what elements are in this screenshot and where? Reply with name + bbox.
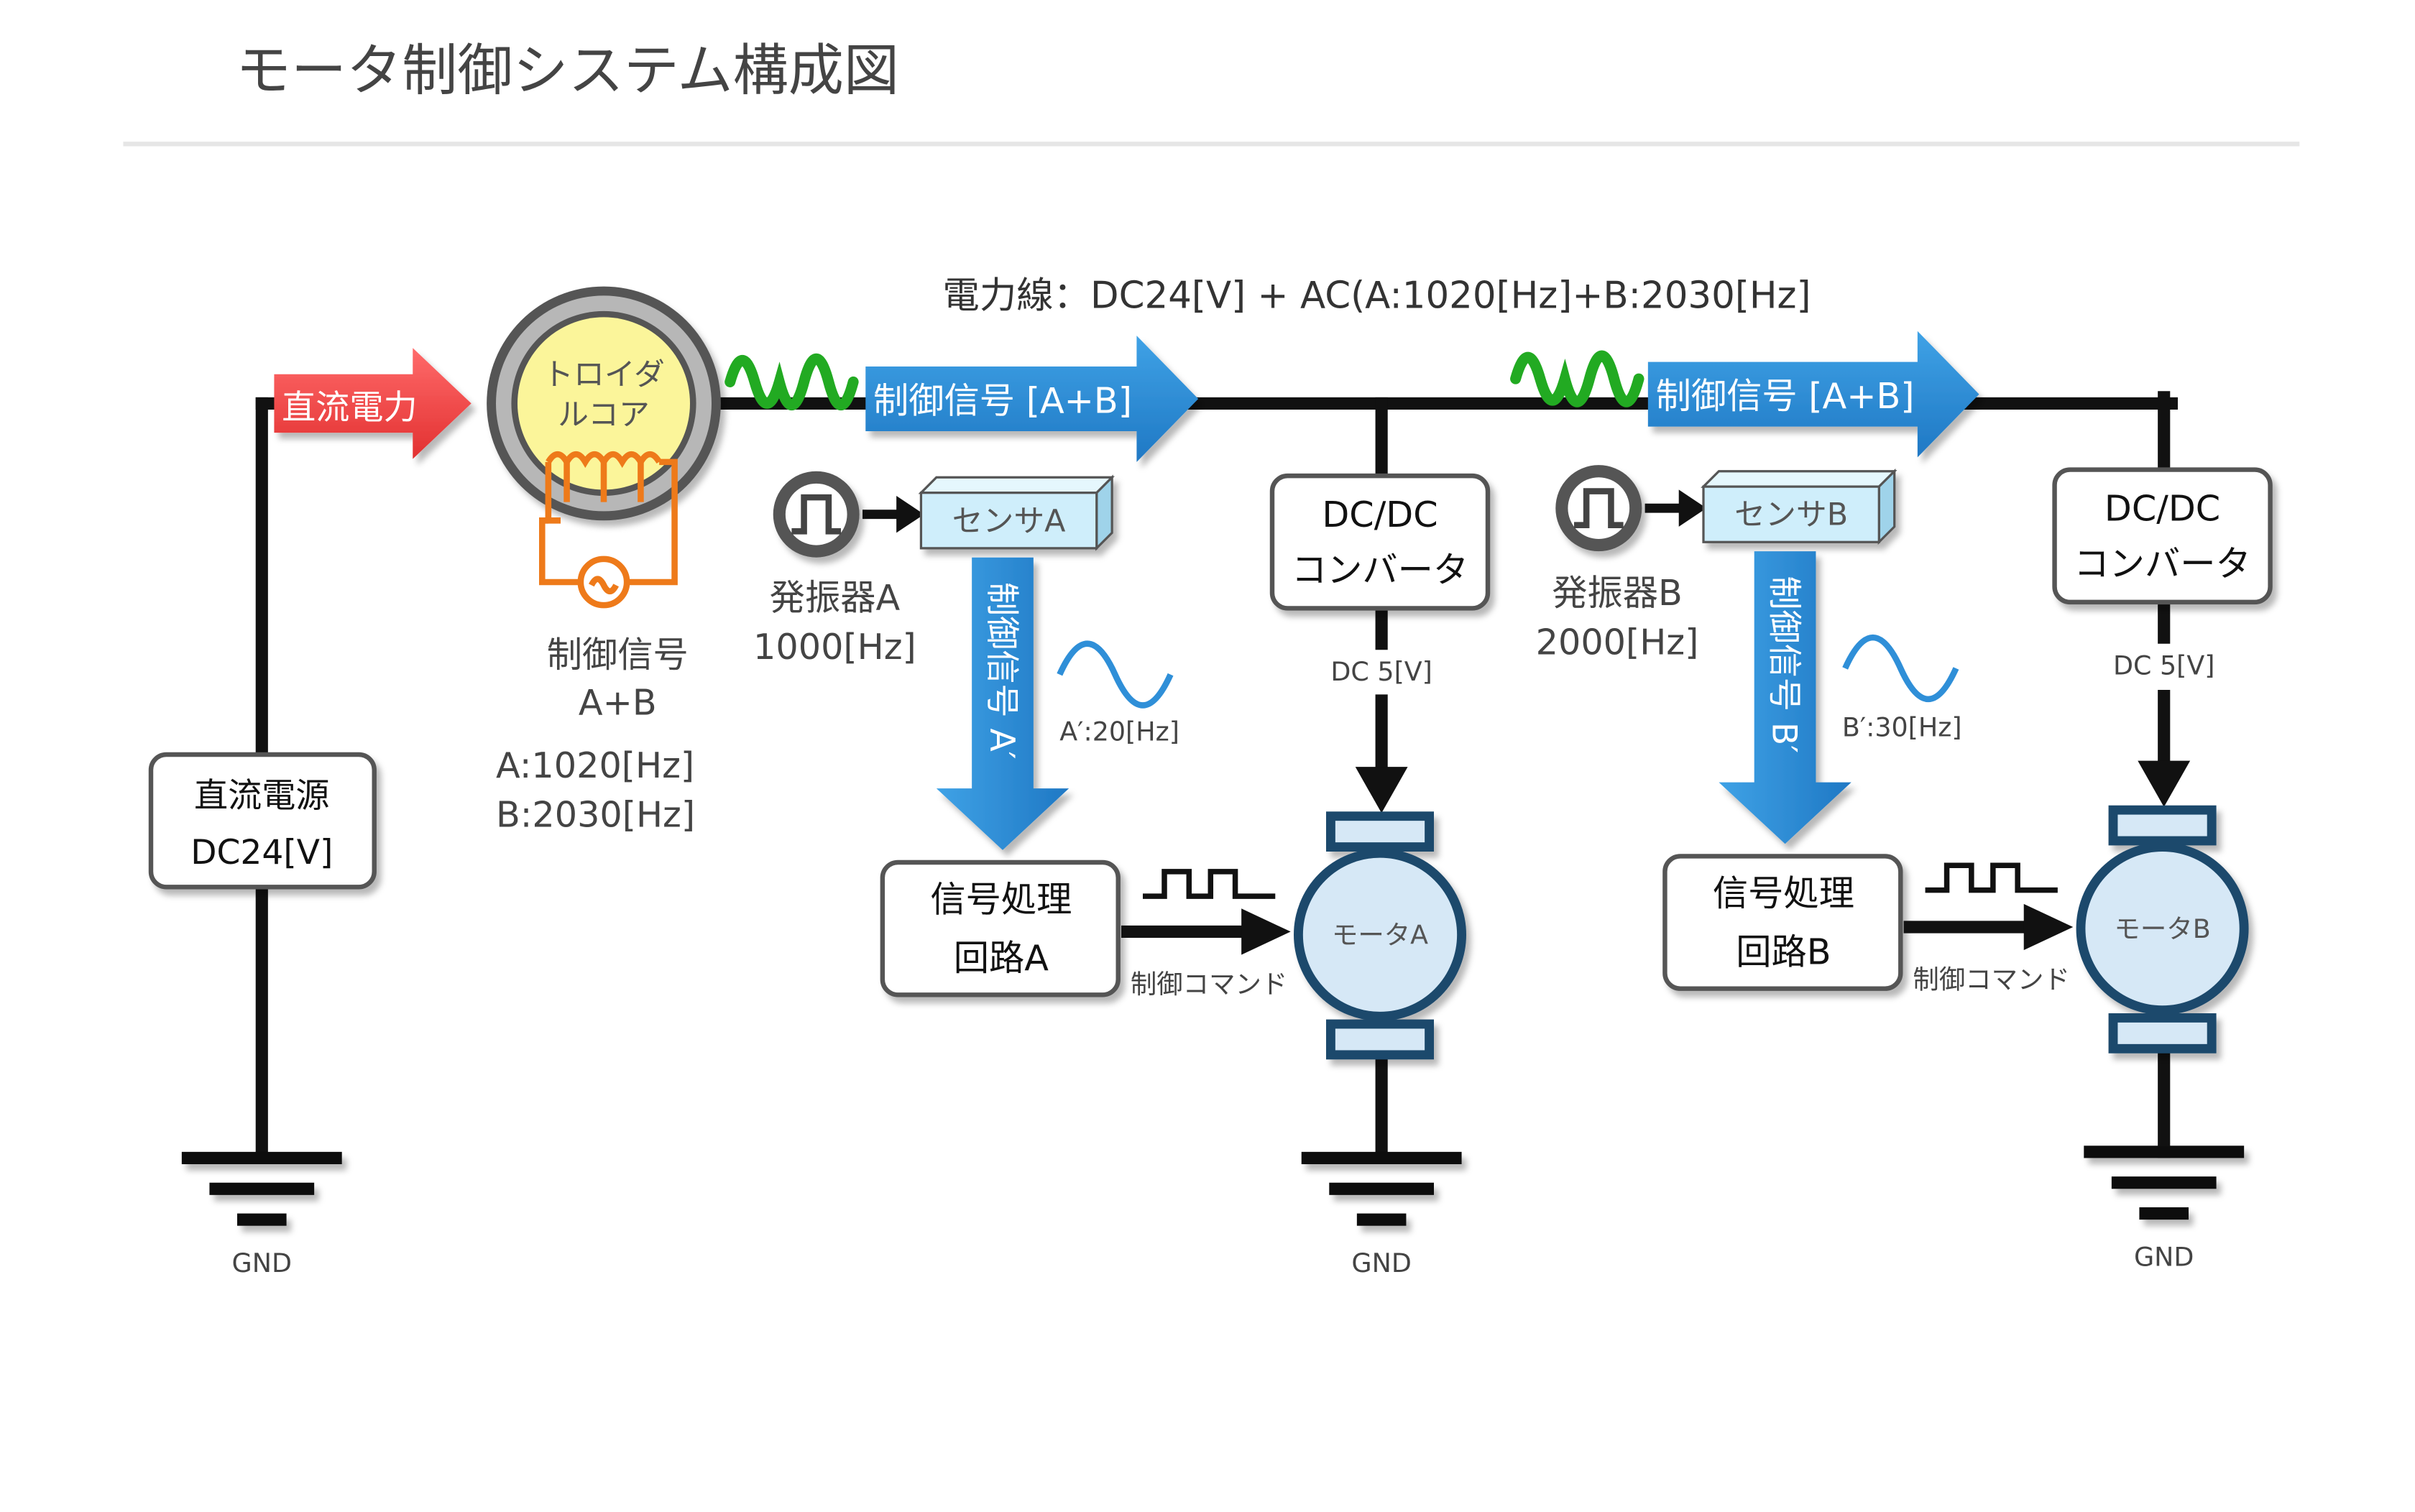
oscillator-a-freq: 1000[Hz] bbox=[753, 626, 916, 668]
power-supply-line2: DC24[V] bbox=[190, 833, 333, 872]
green-wave-2 bbox=[1510, 350, 1644, 407]
title-divider bbox=[123, 142, 2300, 147]
ground-symbol-left bbox=[181, 1151, 342, 1226]
dc5v-a-label: DC 5[V] bbox=[1330, 656, 1432, 687]
down-arrow-b: 制御信号 B′ bbox=[1719, 551, 1852, 844]
signal-arrow-ab-1: 制御信号 [A+B] bbox=[865, 336, 1199, 462]
motor-b-icon bbox=[2076, 805, 2249, 1054]
coil-icon bbox=[539, 451, 678, 609]
oscillator-b-label: 発振器B bbox=[1552, 572, 1683, 614]
down-arrow-a: 制御信号 A′ bbox=[936, 557, 1070, 850]
dc5v-b-label: DC 5[V] bbox=[2113, 650, 2215, 681]
oscillator-a-icon bbox=[773, 471, 860, 558]
command-arrow-a bbox=[1241, 908, 1291, 955]
sensor-a-block: センサA bbox=[918, 474, 1116, 551]
sine-wave-b-icon bbox=[1842, 635, 1959, 702]
gnd-label-a: GND bbox=[1351, 1248, 1411, 1278]
motor-a-icon bbox=[1294, 811, 1466, 1060]
beat-b-label: B′:30[Hz] bbox=[1842, 711, 1962, 742]
power-line-label: 電力線：DC24[V] + AC(A:1020[Hz]+B:2030[Hz] bbox=[942, 275, 1811, 318]
dc-power-arrow: 直流電力 bbox=[274, 348, 472, 459]
signal-arrow-ab-2-label: 制御信号 [A+B] bbox=[1656, 375, 1915, 417]
beat-a-label: A′:20[Hz] bbox=[1059, 716, 1179, 747]
signal-processor-a: 信号処理 回路A bbox=[880, 859, 1121, 997]
gnd-label-b: GND bbox=[2134, 1241, 2194, 1272]
gnd-label-left: GND bbox=[232, 1248, 292, 1278]
processor-b-line2: 回路B bbox=[1736, 931, 1831, 972]
ground-symbol-b bbox=[2084, 1145, 2245, 1220]
command-a-label: 制御コマンド bbox=[1131, 969, 1287, 1000]
converter-b-line2: コンバータ bbox=[2074, 543, 2250, 584]
dc-power-label: 直流電力 bbox=[282, 388, 418, 428]
motor-a-label: モータA bbox=[1332, 920, 1428, 951]
processor-a-line1: 信号処理 bbox=[930, 879, 1072, 921]
arrowhead-motor-b bbox=[2138, 760, 2191, 807]
oscillator-a-label: 発振器A bbox=[770, 577, 901, 619]
pulse-b-icon bbox=[1925, 862, 2058, 893]
coil-signal-line2: A+B bbox=[579, 681, 657, 723]
freq-a-label: A:1020[Hz] bbox=[496, 745, 694, 786]
channel-a: 発振器A 1000[Hz] センサA 制御信号 A′ A′:20[Hz] DC/… bbox=[753, 471, 1491, 1060]
converter-b-line1: DC/DC bbox=[2104, 487, 2220, 529]
command-arrow-b bbox=[2023, 903, 2074, 951]
power-supply-line1: 直流電源 bbox=[194, 776, 330, 816]
sensor-b-block: センサB bbox=[1701, 468, 1898, 545]
converter-a-line1: DC/DC bbox=[1322, 494, 1438, 535]
signal-arrow-ab-1-label: 制御信号 [A+B] bbox=[873, 379, 1132, 421]
signal-processor-b: 信号処理 回路B bbox=[1662, 854, 1903, 991]
pulse-a-icon bbox=[1143, 869, 1276, 899]
oscillator-b-icon bbox=[1555, 465, 1642, 552]
arrowhead-motor-a bbox=[1355, 767, 1408, 813]
oscillator-b-freq: 2000[Hz] bbox=[1536, 622, 1699, 663]
page-title: モータ制御システム構成図 bbox=[236, 38, 899, 103]
command-b-label: 制御コマンド bbox=[1913, 964, 2069, 995]
sensor-b-label: センサB bbox=[1734, 497, 1848, 533]
dc-power-supply-box: 直流電源 DC24[V] bbox=[148, 752, 377, 890]
down-arrow-b-label: 制御信号 B′ bbox=[1764, 576, 1803, 753]
motor-b-label: モータB bbox=[2114, 913, 2210, 944]
channel-b: 発振器B 2000[Hz] センサB 制御信号 B′ B′:30[Hz] DC/… bbox=[1536, 465, 2273, 1054]
ground-symbol-a bbox=[1301, 1151, 1462, 1226]
signal-arrow-ab-2: 制御信号 [A+B] bbox=[1647, 331, 1979, 458]
converter-a-line2: コンバータ bbox=[1292, 549, 1468, 591]
freq-b-label: B:2030[Hz] bbox=[496, 794, 695, 836]
green-wave-1 bbox=[724, 354, 859, 410]
core-label-line1: トロイダ bbox=[543, 357, 665, 393]
down-arrow-a-label: 制御信号 A′ bbox=[982, 582, 1021, 759]
processor-a-line2: 回路A bbox=[954, 937, 1049, 979]
sine-wave-a-icon bbox=[1057, 640, 1174, 709]
sensor-a-label: センサA bbox=[952, 503, 1066, 539]
toroidal-core: トロイダ ルコア bbox=[487, 286, 721, 521]
dcdc-converter-a: DC/DC コンバータ bbox=[1269, 473, 1491, 611]
dcdc-converter-b: DC/DC コンバータ bbox=[2052, 467, 2273, 605]
core-label-line2: ルコア bbox=[558, 397, 650, 433]
coil-signal-line1: 制御信号 bbox=[547, 634, 689, 676]
processor-b-line1: 信号処理 bbox=[1713, 872, 1854, 914]
